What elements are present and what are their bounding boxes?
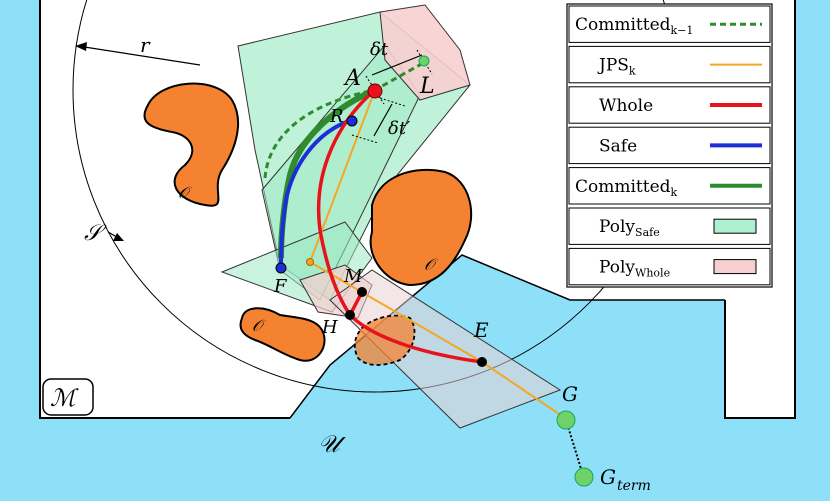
legend-row-5	[568, 207, 771, 245]
map-boundary	[39, 0, 290, 419]
label-A: A	[343, 66, 361, 91]
dtp-tick-r	[351, 134, 379, 144]
point-Gterm	[574, 467, 594, 487]
legend-swatch-5	[713, 218, 757, 234]
point-F	[275, 262, 287, 274]
map-boundary-right	[724, 0, 796, 419]
label-H: H	[321, 317, 338, 338]
legend-row-1	[568, 45, 771, 84]
label-R: R	[329, 106, 344, 127]
obstacle-1	[143, 82, 240, 207]
label-M: M	[343, 266, 363, 287]
label-L: L	[419, 74, 435, 99]
legend-label-1: JPSk	[597, 56, 636, 78]
map-label-box	[42, 378, 94, 416]
label-Gterm-sub: term	[617, 478, 651, 494]
legend-label-4: Committedk	[575, 177, 678, 199]
point-A	[367, 83, 383, 99]
dtp-tick-a	[379, 97, 406, 107]
obstacle-3	[239, 307, 326, 362]
radius-arrow	[77, 45, 201, 66]
label-S: 𝒮	[84, 221, 107, 246]
sensing-arrowhead	[113, 233, 124, 241]
point-E	[477, 357, 487, 367]
legend-label-3: Safe	[599, 136, 637, 156]
radius-arrowhead	[75, 42, 87, 51]
label-dt: δt	[370, 39, 389, 60]
label-r: r	[140, 33, 151, 57]
point-jps-start	[306, 258, 314, 266]
dt-tick-l	[416, 49, 433, 75]
legend-label-5: PolySafe	[599, 217, 660, 239]
unknown-boundary	[289, 254, 725, 419]
dt-arrow	[371, 54, 423, 76]
legend-row-4	[568, 167, 771, 205]
legend-row-3	[568, 126, 771, 165]
point-G	[556, 410, 576, 430]
obstacle-2	[369, 168, 473, 287]
legend-label-6: PolyWhole	[599, 258, 670, 280]
point-L	[418, 55, 430, 67]
point-M	[357, 287, 367, 297]
label-map: ℳ	[50, 384, 79, 412]
label-Gterm-main: G	[600, 465, 616, 489]
legend-label-2: Whole	[599, 96, 653, 116]
jps-path	[308, 89, 566, 419]
whole-path	[317, 88, 483, 364]
label-E: E	[473, 318, 489, 342]
point-H	[345, 310, 355, 320]
point-R	[346, 115, 358, 127]
legend-row-6	[568, 247, 771, 286]
legend-label-0: Committedk−1	[575, 15, 693, 37]
legend-row-2	[568, 86, 771, 124]
label-G: G	[562, 382, 578, 406]
legend-swatch-6	[713, 259, 757, 275]
legend: Committedk−1JPSkWholeSafeCommittedkPolyS…	[566, 3, 773, 288]
dtp-arrow	[373, 103, 393, 137]
legend-row-0	[568, 5, 771, 43]
label-F: F	[273, 276, 288, 297]
poly-whole-bottom	[329, 269, 562, 429]
label-dtp: δt′	[388, 118, 410, 139]
safe-path	[279, 118, 353, 269]
